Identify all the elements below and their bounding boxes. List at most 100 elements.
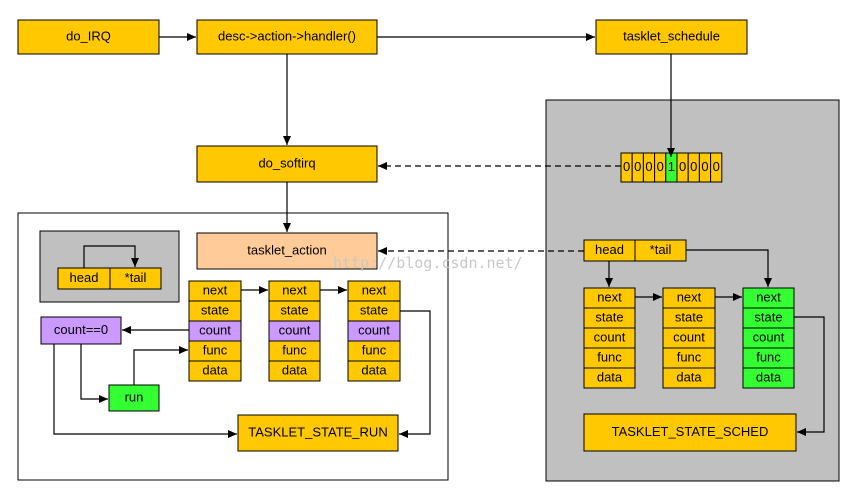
tasklet-structs: nextstatecountfuncdatanextstatecountfunc…	[188, 280, 795, 389]
bitmap-cell: 0	[698, 152, 712, 183]
tasklet-field-next: next	[662, 287, 716, 309]
arrow-empty-head-to-tail	[83, 245, 139, 268]
bitmap-bit: 0	[690, 159, 697, 174]
arrow-schedtail-to-last	[686, 249, 772, 287]
tasklet-field-data: data	[188, 360, 242, 382]
tasklet-field-data: data	[268, 360, 321, 382]
tasklet-field-label: next	[362, 282, 387, 297]
state-run-node: TASKLET_STATE_RUN	[237, 414, 399, 452]
bitmap-bit: 0	[634, 159, 641, 174]
bitmap-bit: 0	[713, 159, 720, 174]
tasklet-field-state: state	[742, 307, 795, 329]
tasklet-field-state: state	[347, 300, 401, 322]
tasklet-field-label: state	[360, 302, 388, 317]
tasklet-struct: next state count func data	[742, 287, 795, 389]
tasklet-struct: next state count func data	[188, 280, 242, 382]
tasklet-field-func: func	[742, 347, 795, 369]
tasklet-field-func: func	[347, 340, 401, 362]
empty-head-label: head	[70, 270, 99, 285]
tasklet-field-label: count	[199, 322, 231, 337]
tasklet-field-label: func	[756, 349, 781, 364]
tasklet-field-func: func	[188, 340, 242, 362]
tasklet-field-data: data	[583, 367, 636, 389]
state-run-label: TASKLET_STATE_RUN	[248, 424, 387, 439]
watermark-text: http://blog.csdn.net/	[333, 254, 523, 272]
tasklet-struct: next state count func data	[268, 280, 321, 382]
run-label: run	[125, 389, 144, 404]
bitmap-cell: 0	[654, 152, 667, 183]
bitmap-cell: 0	[710, 152, 723, 183]
tasklet-schedule-node: tasklet_schedule	[595, 19, 748, 55]
bitmap-bit: 0	[701, 159, 708, 174]
tasklet-field-label: data	[202, 362, 228, 377]
tasklet-field-count: count	[662, 327, 716, 349]
tasklet-field-count: count	[583, 327, 636, 349]
tasklet-field-func: func	[662, 347, 716, 369]
tasklet-field-next: next	[188, 280, 242, 302]
tasklet-field-label: next	[756, 289, 781, 304]
empty-tail-label: *tail	[125, 270, 147, 285]
tasklet-field-label: next	[203, 282, 228, 297]
tasklet-action-node: tasklet_action	[196, 232, 378, 270]
tasklet-field-state: state	[662, 307, 716, 329]
tasklet-field-count: count	[188, 320, 242, 342]
sched-list-head: head *tail	[583, 239, 687, 262]
tasklet-field-label: func	[362, 342, 387, 357]
count-zero-label: count==0	[54, 322, 108, 337]
tasklet-field-func: func	[583, 347, 636, 369]
tasklet-field-label: data	[361, 362, 387, 377]
sched-head-label: head	[595, 242, 624, 257]
tasklet-field-label: state	[201, 302, 229, 317]
tasklet-field-label: func	[203, 342, 228, 357]
state-sched-label: TASKLET_STATE_SCHED	[612, 424, 769, 439]
tasklet-action-label: tasklet_action	[247, 242, 327, 257]
tasklet-field-state: state	[268, 300, 321, 322]
tasklet-field-label: next	[282, 282, 307, 297]
empty-list-panel	[39, 230, 180, 303]
arrow-check-to-staterun	[53, 344, 237, 438]
bitmap-bit: 0	[623, 159, 630, 174]
tasklet-field-label: func	[677, 349, 702, 364]
tasklet-field-label: data	[597, 369, 623, 384]
tasklet-field-data: data	[347, 360, 401, 382]
bitmap-cell: 1	[665, 152, 678, 183]
tasklet-field-label: state	[754, 309, 782, 324]
tasklet-field-count: count	[347, 320, 401, 342]
bitmap-cell: 0	[620, 152, 633, 183]
tasklet-field-label: state	[675, 309, 703, 324]
bitmap-cell: 0	[676, 152, 689, 183]
arrow-check-to-run	[80, 344, 108, 403]
bitmap-cell: 0	[631, 152, 644, 183]
tasklet-field-data: data	[662, 367, 716, 389]
arrow-state-to-statesched	[794, 316, 825, 436]
tasklet-field-next: next	[742, 287, 795, 309]
tasklet-field-label: next	[677, 289, 702, 304]
handler-node: desc->action->handler()	[196, 19, 378, 55]
tasklet-field-state: state	[188, 300, 242, 322]
tasklet-field-label: data	[756, 369, 782, 384]
tasklet-field-label: data	[282, 362, 308, 377]
tasklet-field-label: state	[280, 302, 308, 317]
tasklet-struct: next state count func data	[662, 287, 716, 389]
tasklet-field-next: next	[268, 280, 321, 302]
tasklet-field-label: count	[753, 329, 785, 344]
bitmap-bit: 0	[679, 159, 686, 174]
tasklet-field-label: count	[673, 329, 705, 344]
tasklet-struct: next state count func data	[347, 280, 401, 382]
tasklet-field-label: next	[597, 289, 622, 304]
tasklet-field-label: func	[282, 342, 307, 357]
tasklet-field-label: count	[358, 322, 390, 337]
do-irq-label: do_IRQ	[66, 28, 111, 43]
tasklet-field-label: func	[597, 349, 622, 364]
do-softirq-label: do_softirq	[258, 155, 315, 170]
arrow-state-to-staterun	[399, 310, 431, 438]
arrow-run-to-func	[133, 346, 188, 385]
tasklet-field-label: count	[279, 322, 311, 337]
sched-tail-label: *tail	[650, 242, 672, 257]
tasklet-schedule-label: tasklet_schedule	[623, 28, 720, 43]
tasklet-field-next: next	[583, 287, 636, 309]
